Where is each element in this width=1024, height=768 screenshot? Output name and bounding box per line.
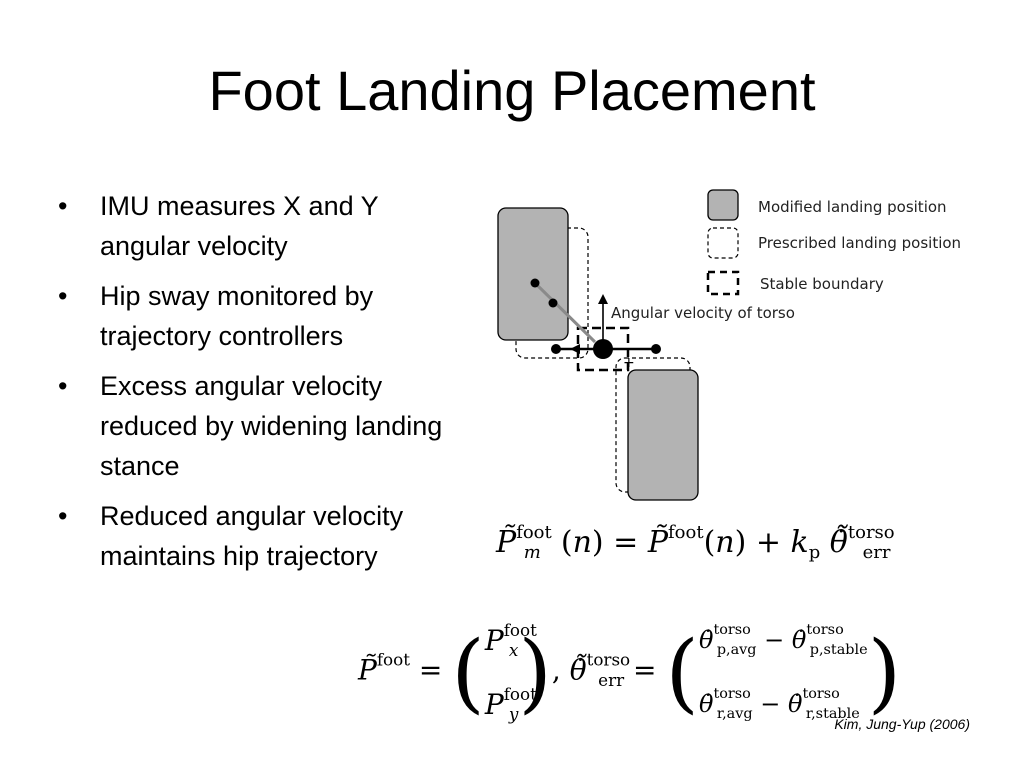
bullet-item: • Hip sway monitored by trajectory contro… bbox=[56, 276, 456, 356]
legend-modified-swatch bbox=[707, 189, 739, 221]
citation: Kim, Jung-Yup (2006) bbox=[834, 716, 970, 732]
bullet-item: • Reduced angular velocity maintains hip … bbox=[56, 496, 456, 576]
bullet-dot-icon: • bbox=[58, 281, 68, 311]
arrow-left-icon bbox=[570, 344, 580, 354]
arrow-label: Angular velocity of torso bbox=[611, 304, 795, 322]
bullet-dot-icon: • bbox=[58, 501, 68, 531]
equation-1: P̃footm(n) = P̃foot(n) + kp θ̇̃torsoerr bbox=[496, 522, 895, 563]
bullet-list: • IMU measures X and Y angular velocity •… bbox=[56, 186, 456, 586]
modified-landing-upper bbox=[497, 207, 569, 341]
plus-sign: + bbox=[623, 355, 635, 371]
bullet-dot-icon: • bbox=[58, 191, 68, 221]
bullet-dot-icon: • bbox=[58, 371, 68, 401]
foot-placement-diagram: Angular velocity of torso + Modified lan… bbox=[497, 189, 961, 501]
bullet-item: • IMU measures X and Y angular velocity bbox=[56, 186, 456, 266]
bullet-item: • Excess angular velocity reduced by wide… bbox=[56, 366, 456, 486]
modified-landing-lower bbox=[627, 369, 699, 501]
bullet-text: Excess angular velocity reduced by widen… bbox=[100, 371, 443, 481]
legend-prescribed-label: Prescribed landing position bbox=[758, 234, 961, 252]
bullet-text: IMU measures X and Y angular velocity bbox=[100, 191, 379, 261]
arrow-up-icon bbox=[598, 294, 608, 304]
legend-stable-swatch bbox=[706, 270, 740, 296]
legend-prescribed-swatch bbox=[707, 227, 739, 259]
legend-stable-label: Stable boundary bbox=[760, 275, 884, 293]
bullet-text: Reduced angular velocity maintains hip t… bbox=[100, 501, 404, 571]
legend-modified-label: Modified landing position bbox=[758, 198, 947, 216]
bullet-text: Hip sway monitored by trajectory control… bbox=[100, 281, 374, 351]
slide-title: Foot Landing Placement bbox=[208, 59, 816, 122]
